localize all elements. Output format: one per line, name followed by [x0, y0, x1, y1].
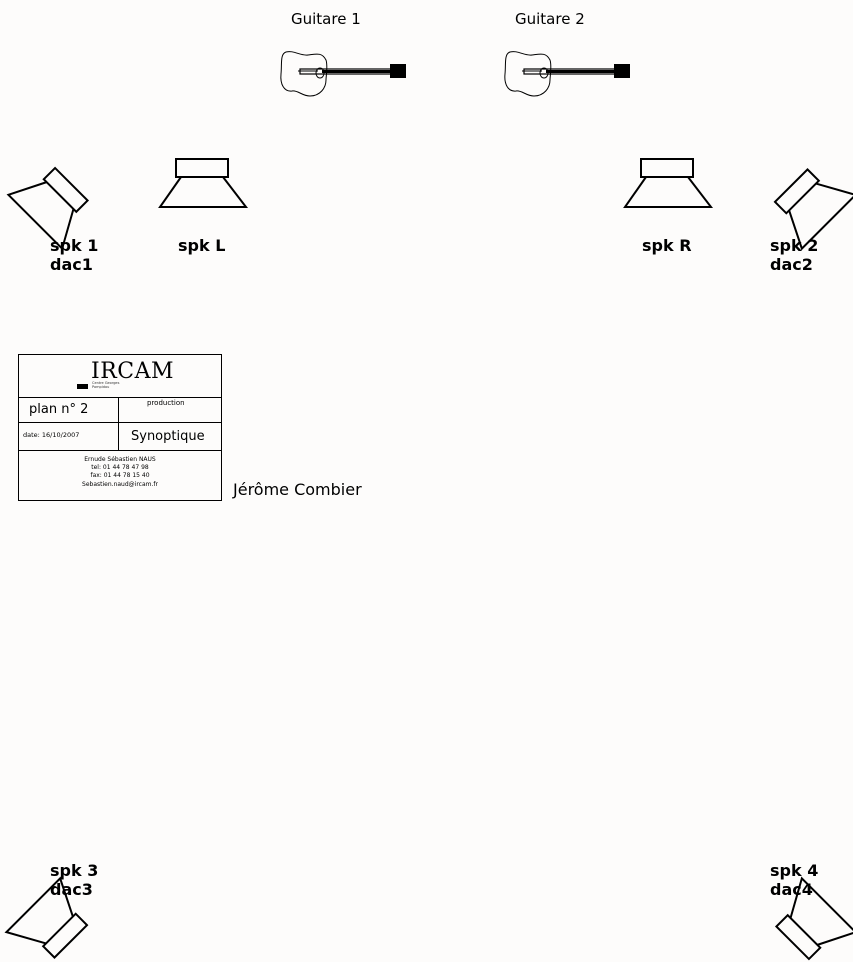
- speaker-icon: [4, 876, 89, 960]
- spk-1-label: spk 1 dac1: [50, 236, 98, 274]
- contact-info: Ernude Sébastien NAUS tel: 01 44 78 47 9…: [19, 456, 221, 489]
- guitar-1-label: Guitare 1: [291, 10, 361, 28]
- brand-mark-icon: [77, 384, 88, 389]
- spk-l-name: spk L: [178, 236, 226, 255]
- speaker-icon: [158, 158, 249, 208]
- guitar-2-label: Guitare 2: [515, 10, 585, 28]
- spk-2-name: spk 2: [770, 236, 819, 255]
- spk-1-name: spk 1: [50, 236, 99, 255]
- spk-4-output: dac4: [770, 880, 813, 899]
- contact-tel: tel: 01 44 78 47 98: [91, 464, 149, 472]
- author-name: Jérôme Combier: [233, 480, 362, 499]
- ircam-logo: IRCAM Centre Georges Pompidou: [19, 355, 221, 398]
- spk-r-name: spk R: [642, 236, 692, 255]
- plan-date: date: 16/10/2007: [23, 431, 80, 439]
- guitar-icon: [504, 51, 630, 97]
- production-label: production: [147, 399, 185, 407]
- guitar-icon: [280, 51, 406, 97]
- plan-cell: plan n° 2: [19, 397, 119, 423]
- speaker-icon: [773, 167, 853, 251]
- brand-subtitle: Centre Georges Pompidou: [92, 381, 120, 389]
- plan-type: Synoptique: [131, 429, 205, 444]
- plan-number: plan n° 2: [29, 402, 89, 417]
- speaker-icon: [623, 158, 714, 208]
- spk-3-output: dac3: [50, 880, 93, 899]
- contact-name: Ernude Sébastien NAUS: [84, 456, 156, 463]
- production-cell: production: [119, 397, 221, 423]
- title-block: IRCAM Centre Georges Pompidou plan n° 2 …: [18, 354, 222, 501]
- contact-fax: fax: 01 44 78 15 40: [90, 472, 150, 480]
- spk-4-name: spk 4: [770, 861, 819, 880]
- spk-3-label: spk 3 dac3: [50, 861, 98, 899]
- type-cell: Synoptique: [119, 423, 221, 451]
- contact-email: Sebastien.naud@ircam.fr: [82, 480, 158, 488]
- spk-3-name: spk 3: [50, 861, 99, 880]
- speaker-icon: [774, 876, 853, 961]
- brand-name: IRCAM: [91, 359, 175, 384]
- spk-2-label: spk 2 dac2: [770, 236, 818, 274]
- spk-2-output: dac2: [770, 255, 813, 274]
- date-cell: date: 16/10/2007: [19, 423, 119, 451]
- speaker-icon: [6, 166, 90, 251]
- spk-1-output: dac1: [50, 255, 93, 274]
- spk-4-label: spk 4 dac4: [770, 861, 818, 899]
